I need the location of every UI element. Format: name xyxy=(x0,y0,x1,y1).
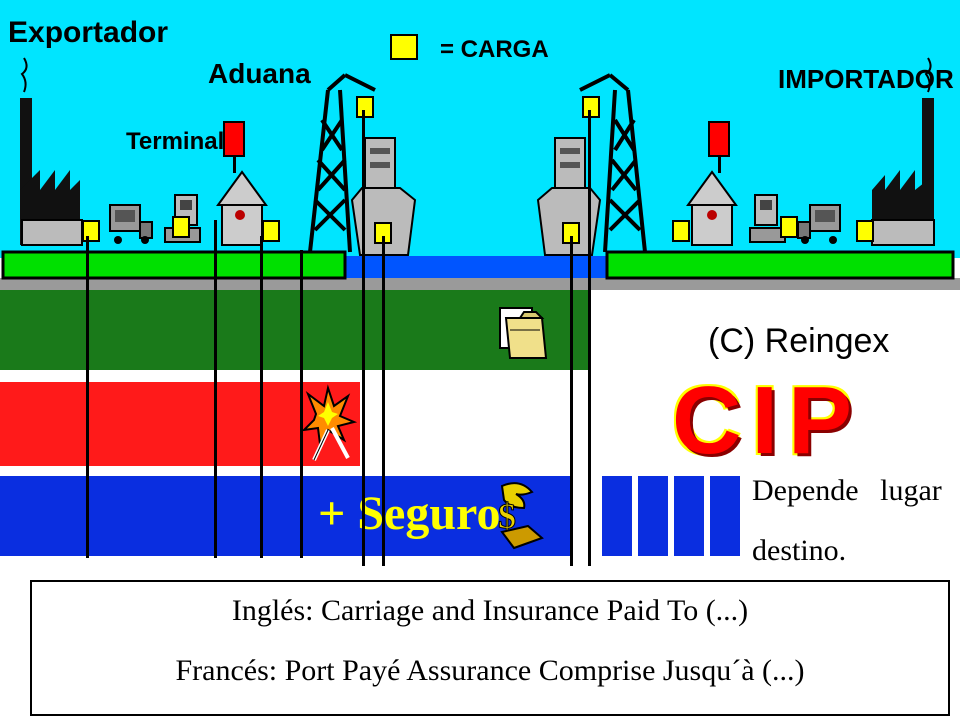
destination-note-line2: destino. xyxy=(752,534,847,567)
truck-icon xyxy=(109,204,153,244)
customs-label: Aduana xyxy=(208,58,311,89)
cargo-box xyxy=(856,220,874,242)
translations-box: Inglés: Carriage and Insurance Paid To (… xyxy=(30,580,950,716)
flow-line xyxy=(214,220,217,558)
risk-explosion-icon xyxy=(301,384,358,461)
crane-icon xyxy=(579,73,647,253)
port-scene xyxy=(0,57,960,290)
cargo-box xyxy=(780,216,798,238)
exporter-factory-icon xyxy=(20,57,83,246)
forklift-icon xyxy=(749,194,786,243)
cargo-box xyxy=(582,96,600,118)
flow-line xyxy=(588,110,591,566)
ship-icon xyxy=(350,137,417,256)
terminal-house-icon xyxy=(686,121,738,246)
flow-line xyxy=(260,236,263,558)
flow-line xyxy=(570,236,573,566)
terminal-house-icon xyxy=(216,121,268,246)
cargo-box xyxy=(356,96,374,118)
destination-note-line1: Depende lugar de xyxy=(752,474,960,507)
land-right xyxy=(605,250,955,280)
cargo-box xyxy=(672,220,690,242)
destination-bar xyxy=(674,476,704,556)
destination-bar xyxy=(638,476,668,556)
money-bag-icon: $ xyxy=(498,482,544,550)
ship-icon xyxy=(536,137,602,256)
flow-line xyxy=(86,236,89,558)
destination-bar xyxy=(710,476,740,556)
english-translation: Inglés: Carriage and Insurance Paid To (… xyxy=(231,594,749,627)
cargo-box xyxy=(262,220,280,242)
insurance-band xyxy=(0,476,570,556)
cost-band-transport xyxy=(0,290,588,370)
svg-text:$: $ xyxy=(498,496,516,536)
flow-line xyxy=(300,250,303,558)
cargo-legend-label: = CARGA xyxy=(440,36,549,63)
flow-line xyxy=(362,110,365,566)
cargo-legend-icon xyxy=(390,34,418,60)
sky-background xyxy=(0,0,960,258)
land-left xyxy=(1,250,347,280)
french-translation: Francés: Port Payé Assurance Comprise Ju… xyxy=(175,654,805,687)
folder-icon xyxy=(499,307,548,359)
incoterm-title: CIP xyxy=(672,367,863,474)
importer-factory-icon xyxy=(871,57,935,246)
water xyxy=(345,256,610,282)
terminal-label: Terminal xyxy=(126,128,225,155)
destination-bar xyxy=(602,476,632,556)
cargo-box xyxy=(172,216,190,238)
exporter-label: Exportador xyxy=(8,16,169,49)
cargo-box xyxy=(82,220,100,242)
crane-icon xyxy=(308,73,376,253)
truck-icon xyxy=(797,204,841,244)
ground-strip xyxy=(0,278,960,290)
insurance-label: + Seguro xyxy=(318,487,501,540)
flow-line xyxy=(382,236,385,566)
importer-label: IMPORTADOR xyxy=(778,64,954,94)
copyright-label: (C) Reingex xyxy=(708,322,890,360)
